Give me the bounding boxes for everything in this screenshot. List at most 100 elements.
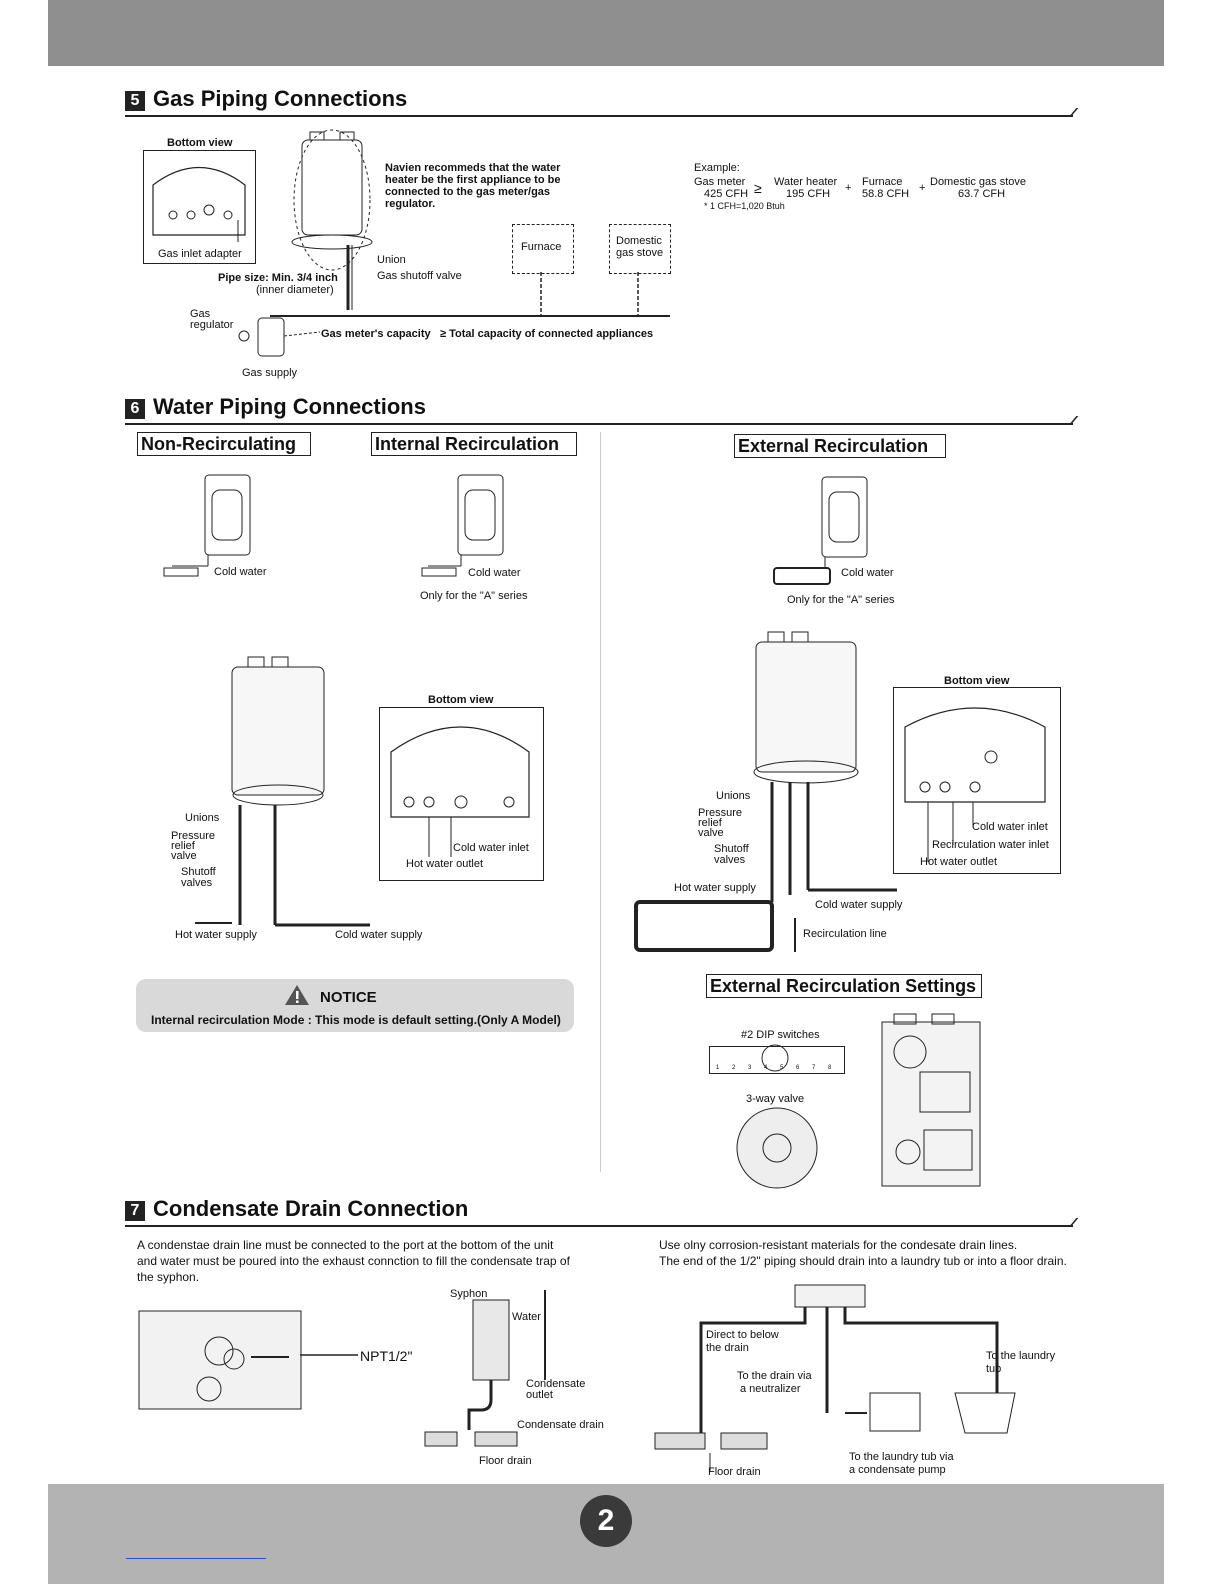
notice-title: NOTICE xyxy=(320,989,377,1006)
rule-tick xyxy=(1061,108,1079,116)
floor-drain-label-1: Floor drain xyxy=(479,1455,532,1467)
via-pump-1: To the laundry tub via xyxy=(849,1451,954,1463)
section-number: 6 xyxy=(125,399,145,419)
para-right-2: The end of the 1/2" piping should drain … xyxy=(659,1254,1067,1268)
example-stove-val: 63.7 CFH xyxy=(958,188,1006,200)
cold-water-inlet-label-1: Cold water inlet xyxy=(453,842,529,854)
warning-icon xyxy=(285,985,309,1005)
example-gas-meter: Gas meter xyxy=(694,176,746,188)
external-recirc-diagram xyxy=(773,476,868,585)
unions-label-2: Unions xyxy=(716,790,751,802)
bottom-view-label: Bottom view xyxy=(167,137,233,149)
hot-water-supply-label-1: Hot water supply xyxy=(175,929,257,941)
bottom-view-box xyxy=(143,150,256,264)
cold-water-label-3: Cold water xyxy=(841,567,894,579)
three-way-valve-illustration xyxy=(736,1107,818,1189)
cold-water-supply-label-1: Cold water supply xyxy=(335,929,423,941)
dip-number: 7 xyxy=(812,1065,816,1071)
floor-drain-label-2: Floor drain xyxy=(708,1466,761,1478)
shutoff-valves-1b: valves xyxy=(181,877,213,889)
example-note: * 1 CFH=1,020 Btuh xyxy=(704,201,785,211)
section-title: Condensate Drain Connection xyxy=(153,1196,469,1221)
para-left-3: the syphon. xyxy=(137,1270,200,1284)
syphon-illustration xyxy=(424,1290,546,1447)
dip-number: 5 xyxy=(780,1065,784,1071)
recommend-line-2: heater be the first appliance to be xyxy=(385,174,561,186)
pressure-relief-1a: Pressure xyxy=(171,830,216,842)
column-divider xyxy=(600,432,601,1172)
gas-supply-label: Gas supply xyxy=(242,367,298,379)
section-5-header: 5 Gas Piping Connections xyxy=(125,86,1079,120)
non-recirc-piping-illustration xyxy=(195,656,370,927)
only-a-series-label-1: Only for the "A" series xyxy=(420,590,528,602)
bottom-view-illustration-2 xyxy=(390,726,530,857)
pressure-relief-1c: valve xyxy=(171,850,197,862)
dip-number: 1 xyxy=(716,1065,720,1071)
bottom-view-box-2 xyxy=(379,707,544,881)
recommend-line-4: regulator. xyxy=(385,198,436,210)
section-number: 5 xyxy=(125,91,145,111)
dip-switch-block xyxy=(709,1046,845,1074)
example-water-heater: Water heater xyxy=(774,176,838,188)
direct-below-1: Direct to below xyxy=(706,1329,779,1341)
section-title: Gas Piping Connections xyxy=(153,86,408,111)
section-number: 7 xyxy=(125,1201,145,1221)
condensate-port-photo xyxy=(138,1310,302,1410)
example-plus-2: + xyxy=(919,182,926,194)
section-rule xyxy=(125,115,1073,117)
condensate-drain-label: Condensate drain xyxy=(517,1419,604,1431)
gas-line-illustration xyxy=(238,272,670,357)
pressure-relief-1b: relief xyxy=(171,840,195,852)
stove-label-1: Domestic xyxy=(616,235,662,247)
dip-number: 6 xyxy=(796,1065,800,1071)
rule-tick xyxy=(1061,1218,1079,1226)
cold-water-supply-label-2: Cold water supply xyxy=(815,899,903,911)
cold-water-label-2: Cold water xyxy=(468,567,521,579)
only-a-series-label-2: Only for the "A" series xyxy=(787,594,895,606)
section-6-header: 6 Water Piping Connections xyxy=(125,394,1079,428)
bottom-view-box-3 xyxy=(893,687,1061,874)
gas-shutoff-label: Gas shutoff valve xyxy=(377,270,462,282)
stove-label-2: gas stove xyxy=(616,247,664,259)
drain-routing-illustration xyxy=(654,1284,1016,1471)
external-recirc-piping-illustration xyxy=(634,631,897,952)
section-rule xyxy=(125,1225,1073,1227)
example-plus-1: + xyxy=(845,182,852,194)
via-pump-2: a condensate pump xyxy=(849,1464,946,1476)
section-title: Water Piping Connections xyxy=(153,394,426,419)
example-furnace-val: 58.8 CFH xyxy=(862,188,910,200)
npt-label: NPT1/2" xyxy=(360,1348,413,1364)
bottom-view-label-2: Bottom view xyxy=(428,694,494,706)
gas-heater-illustration xyxy=(291,129,373,310)
three-way-valve-label: 3-way valve xyxy=(746,1093,805,1105)
capacity-left-label: Gas meter's capacity xyxy=(321,328,431,340)
shutoff-valves-2a: Shutoff xyxy=(714,843,749,855)
condensate-outlet-2: outlet xyxy=(526,1389,553,1401)
example-water-heater-val: 195 CFH xyxy=(786,188,831,200)
shutoff-valves-2b: valves xyxy=(714,854,746,866)
example-label: Example: xyxy=(694,162,740,174)
inner-diameter-label: (inner diameter) xyxy=(256,284,334,296)
section-rule xyxy=(125,423,1073,425)
dip-number: 3 xyxy=(748,1065,752,1071)
recirc-water-inlet-label: Recirculation water inlet xyxy=(932,839,1049,851)
condensate-outlet-1: Condensate xyxy=(526,1378,586,1390)
para-right-1: Use olny corrosion-resistant materials f… xyxy=(659,1238,1018,1252)
bottom-view-label-3: Bottom view xyxy=(944,675,1010,687)
recommend-line-3: connected to the gas meter/gas xyxy=(385,186,551,198)
gas-regulator-label-2: regulator xyxy=(190,319,234,331)
gas-regulator-label-1: Gas xyxy=(190,308,211,320)
gas-inlet-adapter-label: Gas inlet adapter xyxy=(158,248,242,260)
bottom-view-illustration xyxy=(152,167,246,242)
example-furnace: Furnace xyxy=(862,176,903,188)
npt-arrow xyxy=(300,1354,358,1356)
union-label: Union xyxy=(377,254,406,266)
hot-water-supply-label-2: Hot water supply xyxy=(674,882,756,894)
dip-number: 8 xyxy=(828,1065,832,1071)
external-recirc-settings-heading: External Recirculation Settings xyxy=(706,974,982,998)
dip-switches-label: #2 DIP switches xyxy=(741,1029,820,1041)
footer-link[interactable] xyxy=(126,1558,266,1559)
dip-number: 4 xyxy=(764,1065,768,1071)
recirculation-line-label: Recirculation line xyxy=(803,928,887,940)
notice-box: NOTICE Internal recirculation Mode : Thi… xyxy=(136,979,574,1032)
